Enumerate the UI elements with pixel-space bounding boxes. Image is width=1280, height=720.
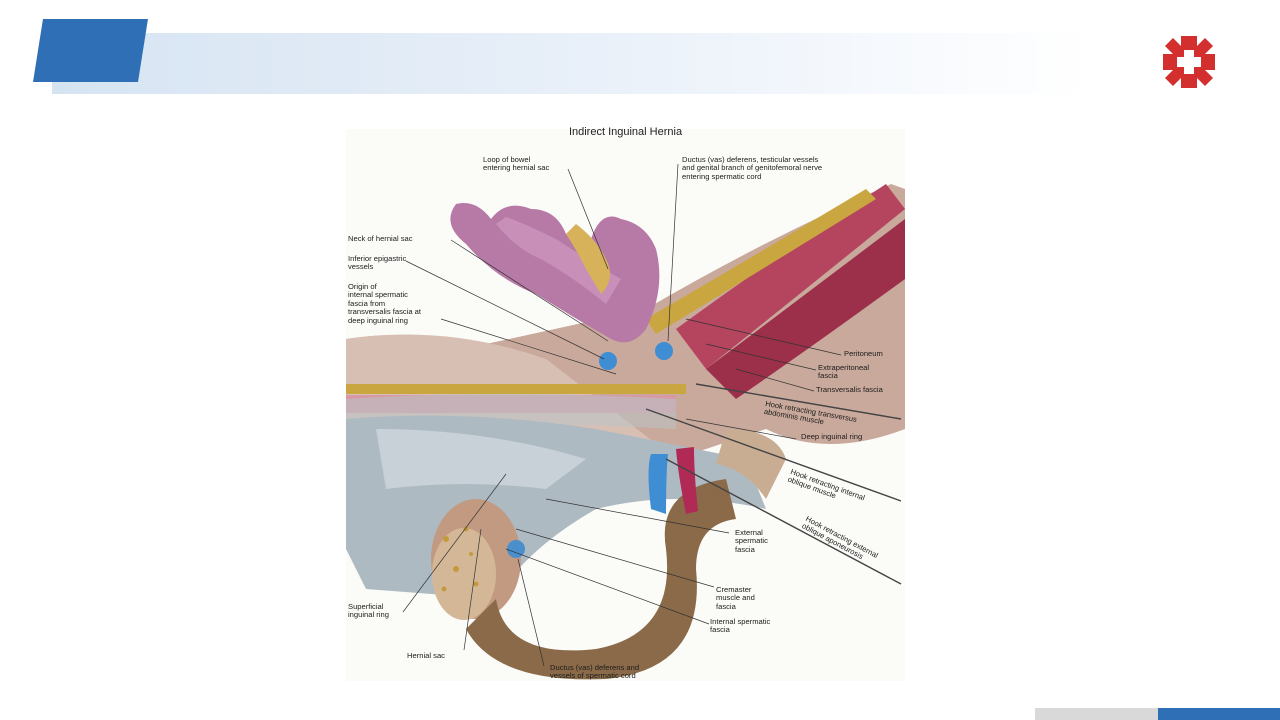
label-loop-of-bowel: Loop of bowel entering hernial sac	[483, 155, 550, 173]
label-cremaster: Cremaster muscle and fascia	[716, 585, 755, 611]
label-internal-spermatic: Internal spermatic fascia	[710, 617, 771, 635]
label-inferior-epigastric: Inferior epigastric vessels	[348, 254, 407, 272]
label-superficial-ring: Superficial inguinal ring	[348, 602, 389, 620]
label-origin-internal-fascia: Origin of internal spermatic fascia from…	[348, 282, 422, 325]
label-ductus-bottom: Ductus (vas) deferens and vessels of spe…	[550, 663, 640, 681]
label-hernial-sac: Hernial sac	[407, 651, 445, 660]
hernia-illustration: Indirect Inguinal Hernia Loop of bowel e…	[346, 126, 905, 681]
label-peritoneum: Peritoneum	[844, 349, 883, 358]
header-band	[52, 33, 1092, 94]
label-neck-of-sac: Neck of hernial sac	[348, 234, 413, 243]
anatomy-drawing	[346, 163, 905, 680]
label-transversalis: Transversalis fascia	[816, 385, 883, 394]
red-cross-logo-icon	[1163, 36, 1215, 88]
label-external-spermatic: External spermatic fascia	[735, 528, 768, 554]
label-extraperitoneal: Extraperitoneal fascia	[818, 363, 870, 381]
label-ductus-top: Ductus (vas) deferens, testicular vessel…	[682, 155, 823, 181]
footer-bar-gray	[1035, 708, 1158, 720]
header-accent-tab	[33, 19, 148, 82]
label-deep-inguinal-ring: Deep inguinal ring	[801, 432, 863, 441]
figure-title: Indirect Inguinal Hernia	[568, 126, 683, 138]
footer-bar-blue	[1158, 708, 1280, 720]
